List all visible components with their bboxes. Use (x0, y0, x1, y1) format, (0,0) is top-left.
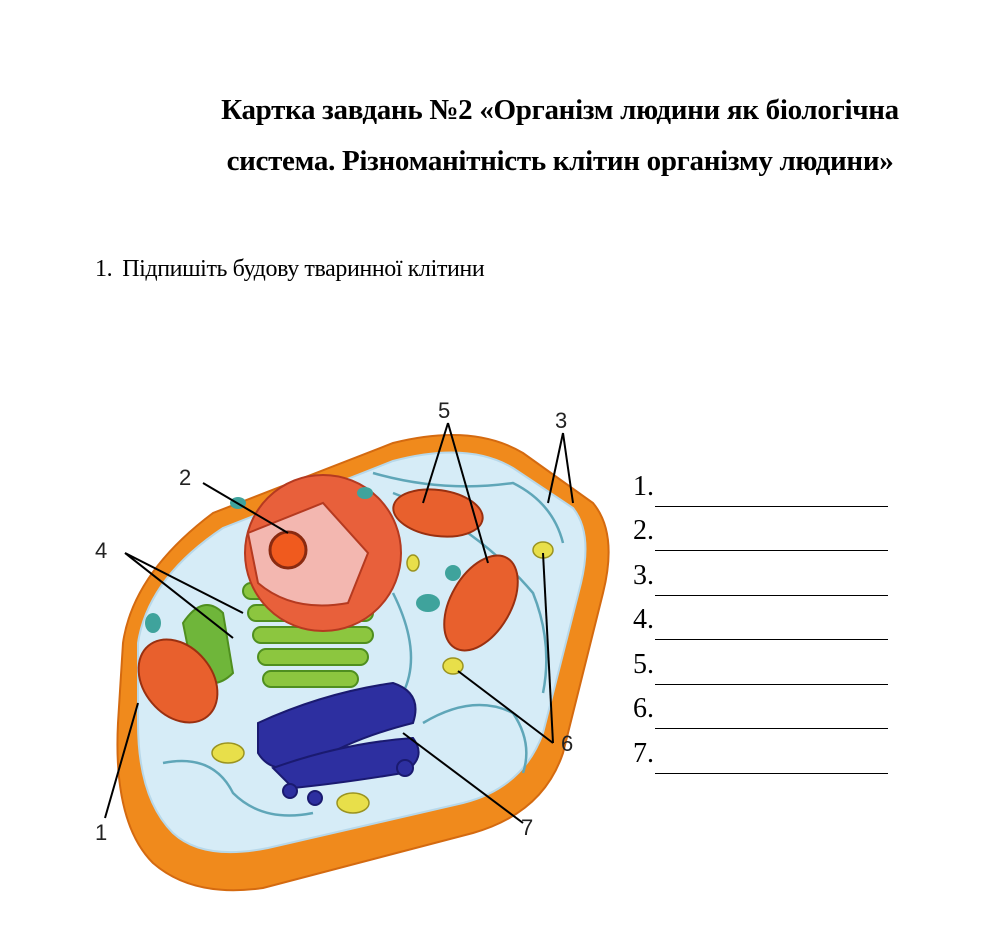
answer-4[interactable]: 4. (633, 596, 888, 640)
label-6: 6 (561, 731, 573, 756)
lysosomes (211, 541, 554, 814)
answer-blank[interactable] (655, 743, 888, 774)
answer-number: 2. (633, 515, 654, 546)
answer-list: 1. 2. 3. 4. 5. 6. 7. (633, 462, 888, 774)
answer-number: 1. (633, 470, 654, 502)
answer-blank[interactable] (655, 654, 888, 685)
nucleus (244, 474, 402, 632)
answer-blank[interactable] (655, 476, 888, 507)
answer-number: 5. (633, 648, 654, 680)
title-line-2: система. Різноманітність клітин організм… (226, 145, 894, 177)
label-3: 3 (555, 408, 567, 433)
answer-1[interactable]: 1. (633, 462, 888, 507)
task-number: 1. (95, 256, 113, 282)
label-4: 4 (95, 538, 107, 563)
answer-blank[interactable] (655, 565, 888, 596)
golgi-apparatus (257, 681, 420, 806)
task-text: Підпишіть будову тваринної клітини (122, 256, 485, 282)
answer-number: 6. (633, 693, 654, 724)
label-7: 7 (521, 815, 533, 840)
task-1: 1. Підпишіть будову тваринної клітини (95, 256, 485, 283)
answer-number: 4. (633, 604, 654, 635)
answer-2[interactable]: 2. (633, 507, 888, 551)
answer-number: 7. (633, 737, 654, 769)
answer-blank[interactable] (655, 520, 888, 551)
title-line-1: Картка завдань №2 «Організм людини як бі… (221, 94, 899, 126)
answer-3[interactable]: 3. (633, 551, 888, 596)
answer-6[interactable]: 6. (633, 685, 888, 729)
answer-5[interactable]: 5. (633, 640, 888, 685)
pointer-lines (104, 422, 574, 824)
animal-cell-diagram: 1 2 3 4 5 6 7 (95, 398, 610, 892)
answer-number: 3. (633, 559, 654, 591)
label-5: 5 (438, 398, 450, 423)
mitochondria (137, 488, 519, 724)
label-2: 2 (179, 465, 191, 490)
answer-blank[interactable] (655, 698, 888, 729)
answer-blank[interactable] (655, 609, 888, 640)
label-1: 1 (95, 820, 107, 845)
answer-7[interactable]: 7. (633, 729, 888, 774)
